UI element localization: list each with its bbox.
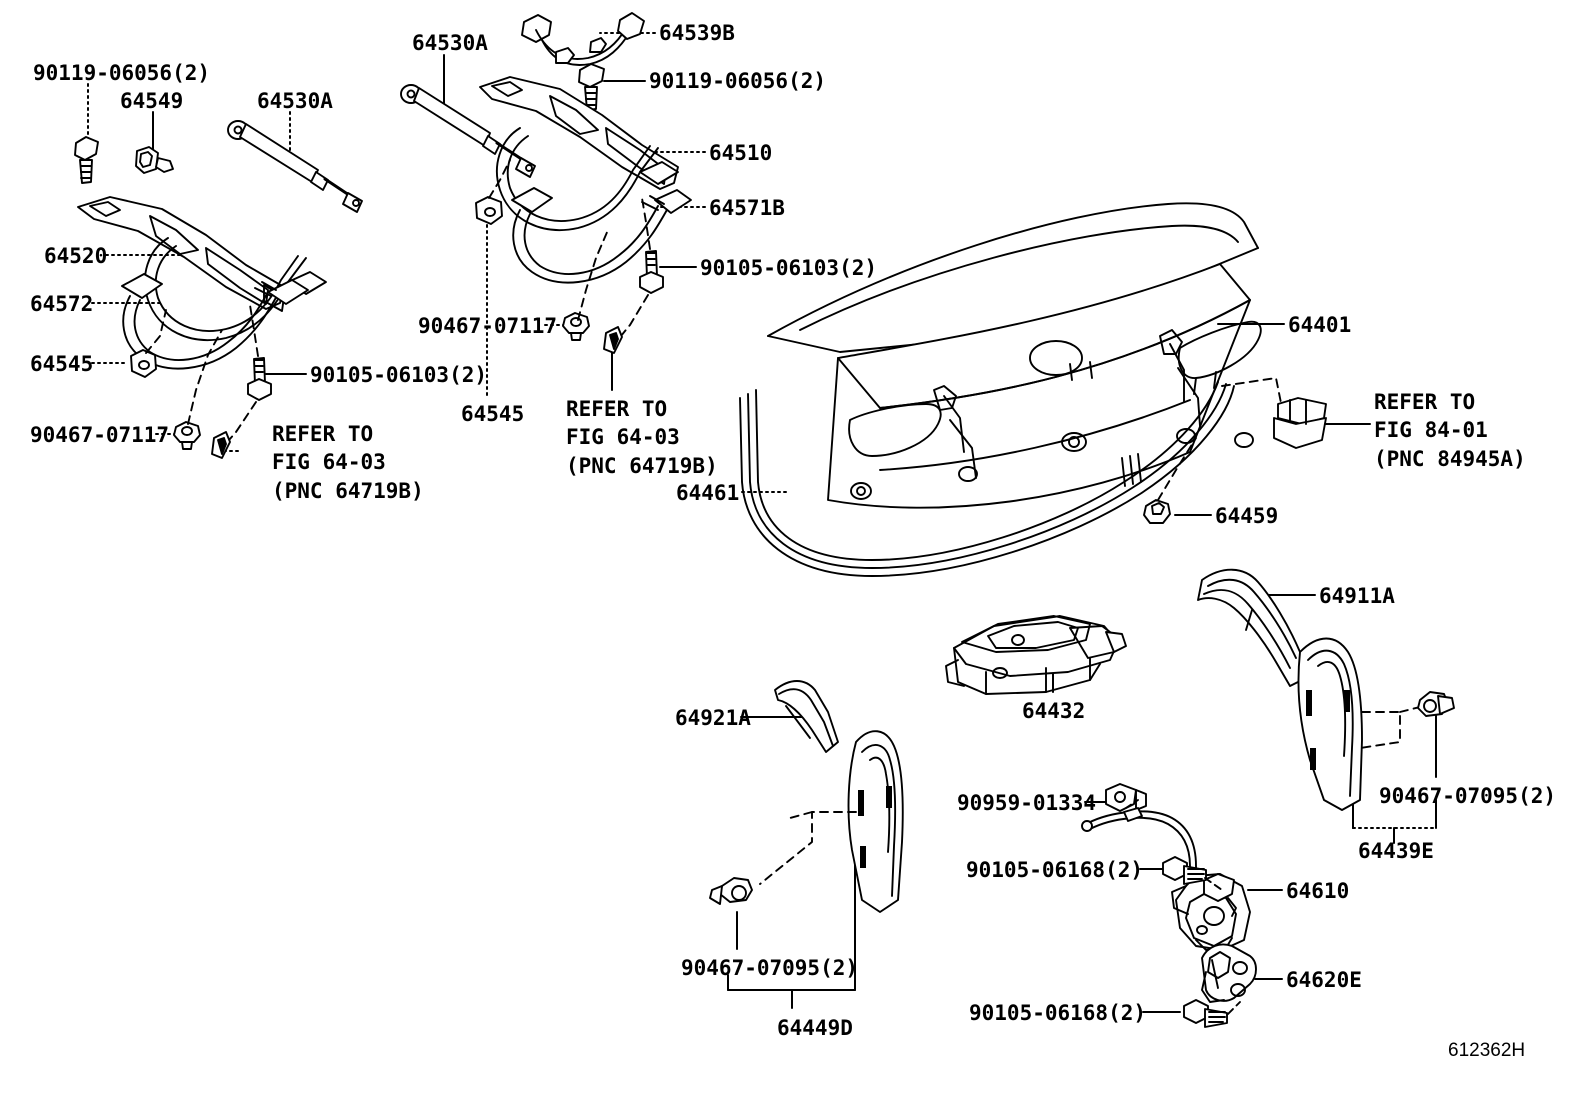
part-label-64510[interactable]: 64510 xyxy=(709,141,773,165)
refer-to-note-line: (PNC 64719B) xyxy=(566,453,718,478)
part-label-64461[interactable]: 64461 xyxy=(676,481,740,505)
part-label-90105-061682[interactable]: 90105-06168(2) xyxy=(966,858,1144,882)
part-label-90467-070952[interactable]: 90467-07095(2) xyxy=(1379,784,1557,808)
part-label-90119-060562[interactable]: 90119-06056(2) xyxy=(33,61,211,85)
part-label-64401[interactable]: 64401 xyxy=(1288,313,1352,337)
part-label-64545[interactable]: 64545 xyxy=(461,402,525,426)
part-label-64921A[interactable]: 64921A xyxy=(675,706,751,730)
part-label-64520[interactable]: 64520 xyxy=(44,244,108,268)
refer-to-note-line: FIG 64-03 xyxy=(566,425,680,450)
refer-to-note-line: REFER TO xyxy=(1374,390,1476,414)
part-label-64439E[interactable]: 64439E xyxy=(1358,839,1434,863)
part-label-90105-061032[interactable]: 90105-06103(2) xyxy=(700,256,878,280)
part-label-90119-060562[interactable]: 90119-06056(2) xyxy=(649,69,827,93)
part-label-90959-01334[interactable]: 90959-01334 xyxy=(957,791,1097,815)
part-label-64459[interactable]: 64459 xyxy=(1215,504,1279,528)
part-label-90467-07117[interactable]: 90467-07117 xyxy=(30,423,170,447)
drawing-number: 612362H xyxy=(1448,1040,1526,1061)
refer-to-note-line: (PNC 84945A) xyxy=(1374,446,1526,471)
part-label-64530A[interactable]: 64530A xyxy=(412,31,488,55)
refer-to-note-line: FIG 64-03 xyxy=(272,450,386,475)
part-label-64572[interactable]: 64572 xyxy=(30,292,94,316)
part-label-64449D[interactable]: 64449D xyxy=(777,1016,853,1040)
part-label-90467-070952[interactable]: 90467-07095(2) xyxy=(681,956,859,980)
part-label-64620E[interactable]: 64620E xyxy=(1286,968,1362,992)
refer-to-note[interactable]: REFER TO FIG 64-03 (PNC 64719B) xyxy=(272,420,424,505)
refer-to-note[interactable]: REFER TO FIG 84-01 (PNC 84945A) xyxy=(1374,388,1526,473)
part-label-64432[interactable]: 64432 xyxy=(1022,699,1086,723)
refer-to-note-line: FIG 84-01 xyxy=(1374,418,1488,443)
part-label-64530A[interactable]: 64530A xyxy=(257,89,333,113)
part-label-64539B[interactable]: 64539B xyxy=(659,21,735,45)
part-label-90105-061032[interactable]: 90105-06103(2) xyxy=(310,363,488,387)
refer-to-note[interactable]: REFER TO FIG 64-03 (PNC 64719B) xyxy=(566,395,718,480)
part-label-64911A[interactable]: 64911A xyxy=(1319,584,1395,608)
refer-to-note-line: REFER TO xyxy=(272,422,374,446)
refer-to-note-line: (PNC 64719B) xyxy=(272,478,424,503)
part-label-64571B[interactable]: 64571B xyxy=(709,196,785,220)
part-label-64610[interactable]: 64610 xyxy=(1286,879,1350,903)
part-label-90467-07117[interactable]: 90467-07117 xyxy=(418,314,558,338)
part-label-64545[interactable]: 64545 xyxy=(30,352,94,376)
refer-to-note-line: REFER TO xyxy=(566,397,668,421)
part-label-64549[interactable]: 64549 xyxy=(120,89,184,113)
part-label-90105-061682[interactable]: 90105-06168(2) xyxy=(969,1001,1147,1025)
